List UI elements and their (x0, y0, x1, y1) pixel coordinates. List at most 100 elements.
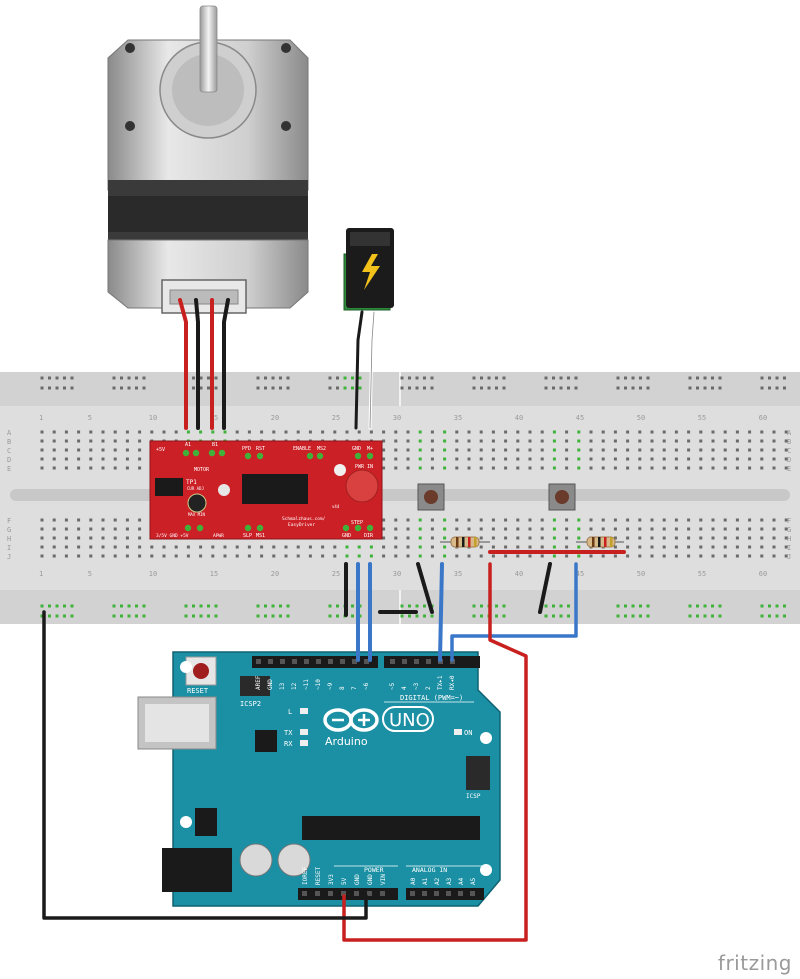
label-gnd-top: GND (352, 446, 361, 452)
breadboard-hole (699, 457, 703, 461)
breadboard-hole (89, 439, 93, 443)
column-number: 20 (271, 570, 279, 578)
breadboard-hole (455, 527, 459, 531)
power-bolt-icon (362, 254, 380, 290)
breadboard-hole (772, 430, 776, 434)
rail-hole (55, 604, 59, 608)
breadboard-hole (77, 448, 81, 452)
breadboard-hole (455, 554, 459, 558)
icsp-header (466, 756, 490, 790)
breadboard-hole (565, 536, 569, 540)
breadboard-hole (772, 536, 776, 540)
breadboard-hole (333, 430, 337, 434)
rail-hole (63, 376, 66, 380)
breadboard-hole (406, 430, 410, 434)
rail-hole (688, 386, 692, 390)
breadboard-hole (699, 439, 703, 443)
breadboard-hole (150, 545, 154, 549)
breadboard-hole (113, 545, 117, 549)
rail-hole (639, 614, 642, 618)
breadboard-hole (223, 545, 227, 549)
breadboard-hole (613, 448, 617, 452)
breadboard-hole (382, 527, 386, 531)
header-pin-label: 4 (401, 686, 408, 690)
breadboard-hole (455, 457, 459, 461)
mount-hole (480, 732, 492, 744)
breadboard-hole (40, 518, 44, 522)
rail-hole (711, 604, 714, 608)
breadboard-hole (491, 457, 495, 461)
header-pin (268, 659, 273, 664)
rail-hole (616, 614, 620, 618)
breadboard-hole (125, 545, 129, 549)
rail-hole (430, 386, 434, 390)
breadboard-hole (577, 545, 581, 549)
breadboard-hole (199, 554, 203, 558)
capacitor (345, 469, 379, 503)
breadboard-hole (101, 527, 105, 531)
rail-hole (264, 614, 267, 618)
rail-hole (783, 614, 786, 618)
wire-btn1-blue (438, 562, 444, 662)
breadboard-hole (784, 466, 788, 470)
breadboard-hole (138, 545, 142, 549)
row-letter: D (7, 456, 11, 464)
column-number: 40 (515, 570, 523, 578)
breadboard-hole (516, 439, 520, 443)
breadboard-hole (613, 457, 617, 461)
breadboard-hole (504, 466, 508, 470)
breadboard-hole (491, 536, 495, 540)
column-number: 45 (576, 570, 584, 578)
rail-hole (624, 386, 627, 390)
breadboard-hole (748, 430, 752, 434)
breadboard-hole (784, 545, 788, 549)
breadboard-hole (162, 554, 166, 558)
row-letter: A (787, 429, 792, 437)
breadboard-hole (382, 554, 386, 558)
row-letter: J (7, 553, 11, 561)
breadboard-hole (504, 527, 508, 531)
rail-hole (544, 614, 548, 618)
push-button-2[interactable] (548, 483, 576, 511)
rail-hole (502, 386, 506, 390)
label-pfd: PFD (242, 446, 251, 452)
breadboard-hole (223, 554, 227, 558)
rail-hole (552, 376, 555, 380)
breadboard-hole (723, 527, 727, 531)
rail-hole (768, 604, 771, 608)
breadboard-hole (418, 457, 422, 461)
breadboard-hole (662, 457, 666, 461)
breadboard-hole (613, 466, 617, 470)
rail-hole (696, 614, 699, 618)
breadboard-hole (711, 457, 715, 461)
column-number: 45 (576, 414, 584, 422)
rail-hole (480, 604, 483, 608)
resistor-1 (440, 536, 490, 548)
push-button-1[interactable] (417, 483, 445, 511)
breadboard-hole (589, 527, 593, 531)
rail-hole (199, 614, 203, 618)
breadboard-hole (235, 554, 239, 558)
breadboard-hole (723, 448, 727, 452)
breadboard-hole (138, 430, 142, 434)
rail-hole (559, 386, 563, 390)
breadboard-hole (528, 439, 532, 443)
breadboard-hole (626, 536, 630, 540)
rail-hole (358, 376, 362, 380)
column-number: 30 (393, 570, 401, 578)
header-pin (414, 659, 419, 664)
rail-hole (423, 614, 426, 618)
breadboard-hole (150, 554, 154, 558)
column-number: 5 (88, 570, 92, 578)
breadboard-hole (467, 439, 471, 443)
breadboard-hole (540, 545, 544, 549)
breadboard-hole (89, 466, 93, 470)
rail-hole (279, 604, 282, 608)
rail-hole (718, 376, 722, 380)
breadboard-hole (577, 518, 581, 522)
label-apwr: APWR (213, 533, 224, 539)
analog-pin (434, 891, 439, 896)
power-pin (354, 891, 359, 896)
breadboard-hole (626, 448, 630, 452)
power-pin (302, 891, 307, 896)
